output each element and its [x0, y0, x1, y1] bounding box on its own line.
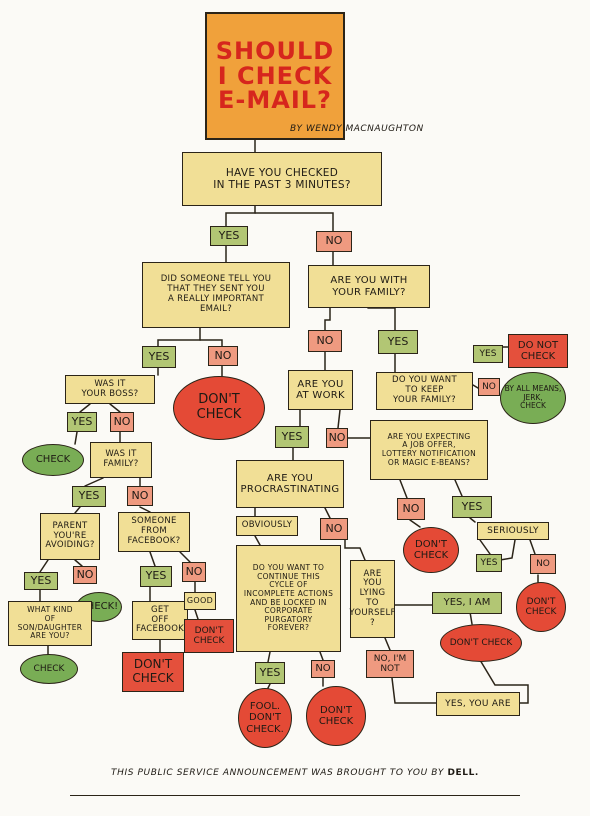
- question-was-it-boss: WAS IT YOUR BOSS?: [65, 375, 155, 404]
- answer-seriously: SERIOUSLY: [477, 522, 549, 540]
- question-checked-recently: HAVE YOU CHECKED in THE PAST 3 MINUTES?: [182, 152, 382, 206]
- answer-yes-boss: YES: [67, 412, 97, 432]
- outcome-check-boss: CHECK: [22, 444, 84, 476]
- question-keep-family: DO YOU WANT TO KEEP YOUR FAMILY?: [376, 372, 473, 410]
- outcome-dont-check-job: DON'T CHECK: [403, 527, 459, 573]
- outcome-by-all-means-check: BY ALL MEANS, JERK, CHECK: [500, 372, 566, 424]
- answer-no-family: NO: [308, 330, 342, 352]
- footer-announcement: THIS PUBLIC SERVICE ANNOUNCEMENT WAS BRO…: [80, 768, 510, 778]
- answer-yes-important: YES: [142, 346, 176, 368]
- footer-brand: DELL.: [447, 768, 479, 778]
- author-byline: by WENDY MACNAUGHTON: [290, 124, 424, 134]
- answer-yes-checked: YES: [210, 226, 248, 246]
- outcome-dont-check-yes-i-am: DON'T CHECK: [440, 624, 522, 662]
- question-at-work: ARE YOU AT WORK: [288, 370, 353, 410]
- outcome-dont-check-good: DON'T CHECK: [184, 619, 234, 653]
- answer-no-continue: NO: [311, 660, 335, 678]
- outcome-dont-check-no-continue: DON'T CHECK: [306, 686, 366, 746]
- answer-yes-work: YES: [275, 426, 309, 448]
- question-expecting-job-offer: ARE YOU EXPECTING A JOB OFFER, LOTTERY N…: [370, 420, 488, 480]
- answer-yes-i-am: YES, I AM: [432, 592, 502, 614]
- answer-yes-facebook: YES: [140, 566, 172, 587]
- answer-no-facebook: NO: [182, 562, 206, 582]
- question-lying-to-yourself: ARE YOU LYING TO YOURSELF ?: [349, 560, 395, 638]
- answer-yes-fam: YES: [72, 486, 106, 507]
- answer-yes-seriously: YES: [476, 554, 502, 572]
- outcome-dont-check-facebook: DON'T CHECK: [122, 652, 184, 692]
- outcome-dont-check: DON'T CHECK: [173, 376, 265, 440]
- answer-no-checked: NO: [316, 231, 352, 252]
- answer-no-parent: NO: [73, 566, 97, 584]
- question-someone-sent-important: DID SOMEONE TELL YOU THAT THEY SENT YOU …: [142, 262, 290, 328]
- answer-no-important: NO: [208, 346, 238, 366]
- outcome-fool-dont-check: FOOL. DON'T CHECK.: [238, 688, 292, 748]
- question-with-family: ARE YOU WITH YOUR FAMILY?: [308, 265, 430, 308]
- answer-no-keep-family: NO: [478, 378, 500, 396]
- answer-yes-family: YES: [378, 330, 418, 354]
- outcome-get-off-facebook: GET OFF FACEBOOK: [132, 601, 188, 640]
- question-continue-cycle: DO YOU WANT TO CONTINUE THIS CYCLE OF IN…: [236, 545, 341, 652]
- answer-yes-you-are: YES, YOU ARE: [436, 692, 520, 716]
- footer-divider: [70, 795, 520, 796]
- question-parent-avoiding: PARENT YOU'RE AVOIDING?: [40, 513, 100, 560]
- outcome-dont-check-seriously: DON'T CHECK: [516, 582, 566, 632]
- answer-no-procrastinating: NO: [320, 518, 348, 540]
- answer-no-im-not: NO, I'M NOT: [366, 650, 414, 678]
- title-box: SHOULD I CHECK E-MAIL?: [205, 12, 345, 140]
- answer-no-seriously: NO: [530, 554, 556, 574]
- question-what-kind-child: WHAT KIND OF SON/DAUGHTER ARE YOU?: [8, 601, 92, 646]
- answer-yes-job-offer: YES: [452, 496, 492, 518]
- question-was-it-family: WAS IT FAMILY?: [90, 442, 152, 478]
- answer-yes-parent: YES: [24, 572, 58, 590]
- answer-no-boss: NO: [110, 412, 134, 432]
- answer-no-job-offer: NO: [397, 498, 425, 520]
- answer-yes-keep-family: YES: [473, 345, 503, 363]
- outcome-do-not-check: DO NOT CHECK: [508, 334, 568, 368]
- question-someone-facebook: SOMEONE FROM FACEBOOK?: [118, 512, 190, 552]
- answer-obviously: OBVIOUSLY: [236, 516, 298, 536]
- answer-yes-continue: YES: [255, 662, 285, 684]
- answer-no-fam: NO: [127, 486, 153, 506]
- footer-text: THIS PUBLIC SERVICE ANNOUNCEMENT WAS BRO…: [111, 768, 444, 778]
- answer-no-work: NO: [326, 428, 348, 448]
- question-procrastinating: ARE YOU PROCRASTINATING: [236, 460, 344, 508]
- answer-good: GOOD: [184, 592, 216, 610]
- outcome-check-kind: CHECK: [20, 654, 78, 684]
